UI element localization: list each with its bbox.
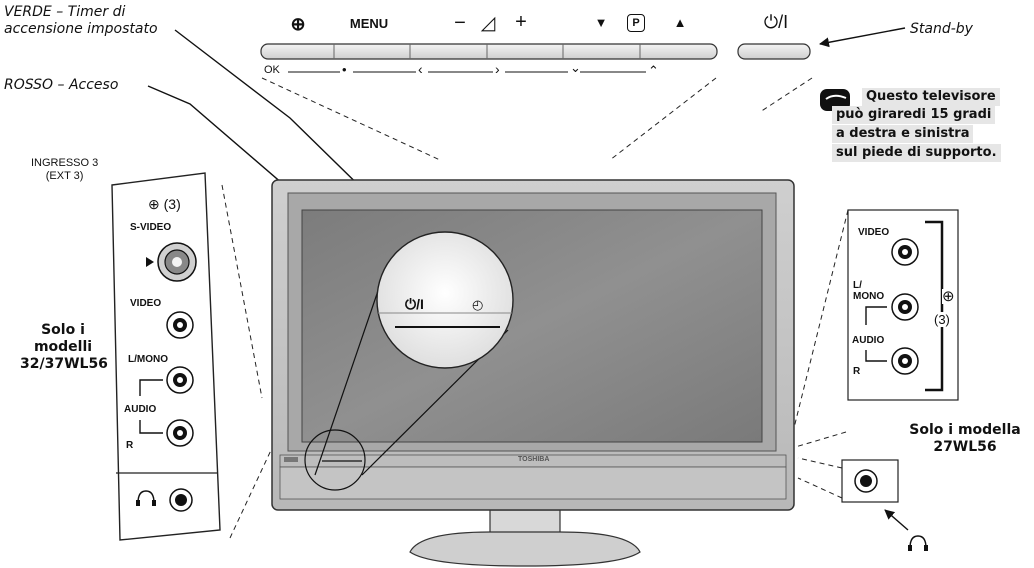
svideo-label: S-VIDEO (130, 222, 172, 233)
right-lmono-label-line1: L/ (853, 280, 862, 291)
function-left-label: ‹ (418, 61, 423, 77)
function-ok-label: OK (264, 64, 280, 76)
input-select-icon: ⊕ (290, 14, 306, 34)
program-down-icon: ▼ (594, 15, 608, 30)
function-dot-label: • (342, 62, 347, 77)
swivel-note-line3: a destra e sinistra (832, 125, 974, 143)
green-timer-callout-line2: accensione impostato (4, 21, 158, 37)
program-label: P (627, 14, 645, 32)
right-lmono-label-line2: MONO (853, 291, 885, 302)
function-down-label: ⌄ (570, 60, 581, 75)
right-models-note-line2: 27WL56 (933, 439, 997, 455)
video-label: VIDEO (130, 298, 162, 309)
volume-icon: ◿ (480, 13, 496, 34)
left-models-note-line1: Solo i (41, 322, 85, 338)
tv-brand: TOSHIBA (518, 456, 550, 463)
swivel-note-line1: Questo televisore (862, 88, 1000, 106)
red-on-callout: ROSSO – Acceso (4, 77, 119, 93)
input3-label: ⊕ (3) (148, 196, 181, 212)
program-up-icon: ▲ (673, 15, 687, 30)
volume-plus-label: + (515, 11, 527, 33)
menu-label: MENU (349, 16, 389, 31)
function-up-label: ⌃ (648, 63, 659, 78)
right-headphone-box (841, 459, 928, 551)
right-audio-label: AUDIO (852, 335, 885, 346)
green-timer-callout-line1: VERDE – Timer di (4, 4, 126, 20)
green-timer-callout: VERDE – Timer di accensione impostato (4, 4, 158, 38)
headphone-icon (908, 535, 928, 551)
pointing-hand-icon (820, 89, 850, 111)
right-lmono-label: L/ MONO (853, 280, 884, 302)
standby-callout: Stand-by (910, 21, 973, 37)
audio-r-label: R (126, 440, 134, 451)
right-models-note-line1: Solo i modella (909, 422, 1021, 438)
left-models-note-line2: modelli (33, 339, 93, 355)
input3-heading-line1: INGRESSO 3 (31, 157, 99, 169)
projection-lines (221, 77, 849, 539)
right-r-label: R (853, 366, 861, 377)
right-models-note: Solo i modella 27WL56 (900, 422, 1030, 456)
input3-heading: INGRESSO 3 (EXT 3) (31, 157, 98, 183)
left-models-note-line3: 32/37WL56 (20, 356, 108, 372)
zoom-power-indicator: ⏻/I (405, 296, 424, 312)
control-button-bar (260, 43, 811, 60)
left-connector-panel (111, 172, 221, 541)
headphone-icon (136, 490, 156, 506)
lmono-label: L/MONO (128, 354, 168, 365)
swivel-note-line4: sul piede di supporto. (832, 144, 1001, 162)
zoom-timer-indicator: ◴ (472, 297, 484, 312)
tv-set (271, 179, 795, 567)
right-connector-panel (847, 209, 959, 401)
audio-label: AUDIO (124, 404, 157, 415)
input3-heading-line2: (EXT 3) (45, 170, 84, 182)
right-input-icon: ⊕ (942, 288, 955, 305)
right-input-number: (3) (934, 312, 950, 327)
function-right-label: › (495, 61, 500, 77)
right-video-label: VIDEO (858, 227, 890, 238)
power-icon: ⏻/I (763, 12, 789, 32)
swivel-note-line2: può giraredi 15 gradi (832, 106, 996, 124)
left-models-note: Solo i modelli 32/37WL56 (20, 322, 108, 373)
volume-minus-label: − (454, 12, 466, 34)
